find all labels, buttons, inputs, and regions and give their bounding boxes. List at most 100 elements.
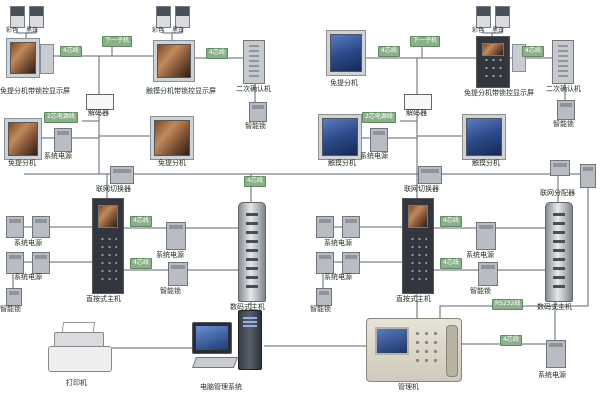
pc-tower [238,310,262,370]
caption-smart-lock: 智能锁 [310,305,331,313]
caption-sys-power: 系统电源 [324,239,352,247]
pc-monitor [192,322,232,354]
caption-camera-bw: 黑白 [26,27,39,34]
caption-direct-host: 直按式主机 [86,295,121,303]
wire-label-4core: 4芯线 [522,46,544,57]
direct-press-host [402,198,434,294]
wire-label-4core: 4芯线 [378,46,400,57]
caption-camera-color: 彩色 [152,27,165,34]
caption-smart-lock: 智能锁 [553,120,574,128]
camera-device [10,6,25,28]
power-box [6,252,24,274]
management-unit-keypad [413,329,439,363]
caption-net-switch: 联网切换器 [96,185,131,193]
network-splitter-box [580,164,596,188]
wire-label-4core: 4芯线 [130,258,152,269]
caption-camera-bw: 黑白 [172,27,185,34]
caption-manager: 管理机 [398,383,419,391]
printer-device [48,322,112,374]
caption-digital-host: 数码式主机 [230,303,265,311]
lock-control-module [40,44,54,74]
indoor-monitor [150,116,194,160]
wire-label-2core-power: 2芯电源线 [44,112,78,123]
caption-touch: 触摸分机 [328,159,356,167]
decoder-hub [404,94,432,110]
caption-pc-system: 电脑管理系统 [200,383,242,391]
caption-touch-lock-display: 触摸分机带锁控显示屏 [146,87,216,95]
power-box [476,222,496,250]
wire-label-2core-power: 2芯电源线 [362,112,396,123]
wire-label-4core: 4芯线 [244,176,266,187]
power-box [316,252,334,274]
caption-handsfree: 免提分机 [158,159,186,167]
caption-smart-lock: 智能锁 [470,287,491,295]
wire-label-next-unit: 下一子机 [102,36,133,47]
caption-smart-lock: 智能锁 [160,287,181,295]
management-unit-screen [375,327,409,355]
wire-label-rs232: RS232线 [492,299,524,310]
confirm-panel [552,40,574,84]
digital-host-tower [545,202,573,302]
caption-decoder: 解码器 [88,109,109,117]
caption-handsfree: 免提分机 [8,159,36,167]
caption-handsfree-lock-display: 免提分机带锁控显示屏 [0,87,70,95]
caption-decoder: 解码器 [406,109,427,117]
power-box [546,340,566,368]
decoder-hub [86,94,114,110]
smart-lock-box [478,262,498,286]
caption-handsfree: 免提分机 [330,79,358,87]
caption-sys-power: 系统电源 [156,251,184,259]
indoor-monitor [4,118,42,160]
wire-label-4core: 4芯线 [60,46,82,57]
caption-sys-power: 系统电源 [14,239,42,247]
wire-label-4core: 4芯线 [130,216,152,227]
indoor-monitor [318,114,362,160]
wire-label-4core: 4芯线 [206,48,228,59]
caption-smart-lock: 智能锁 [0,305,21,313]
printer-base [48,346,112,372]
indoor-monitor [326,30,366,76]
smart-lock-box [557,100,575,120]
power-box [370,128,388,152]
caption-confirm-unit: 二次确认机 [236,85,271,93]
caption-touch: 触摸分机 [472,159,500,167]
caption-net-splitter: 联网分配器 [540,189,575,197]
management-pc [191,310,264,370]
caption-sys-power: 系统电源 [360,152,388,160]
direct-press-host [92,198,124,294]
caption-sys-power: 系统电源 [466,251,494,259]
digital-host-tower [238,202,266,302]
smart-lock-box [316,288,332,306]
indoor-monitor [6,38,40,78]
power-box [342,216,360,238]
power-box [166,222,186,250]
confirm-panel [243,40,265,84]
caption-direct-host: 直按式主机 [396,295,431,303]
management-unit-handset [446,325,458,377]
wire-label-4core: 4芯线 [440,258,462,269]
caption-camera-bw: 黑白 [492,27,505,34]
smart-lock-box [249,102,267,122]
pc-screen [196,326,228,350]
network-switch-box [418,166,442,184]
network-switch-box [110,166,134,184]
indoor-monitor [462,114,506,160]
caption-printer: 打印机 [66,379,87,387]
power-box [316,216,334,238]
caption-sys-power: 系统电源 [44,152,72,160]
caption-net-switch: 联网切换器 [404,185,439,193]
caption-sys-power: 系统电源 [324,273,352,281]
caption-sys-power: 系统电源 [14,273,42,281]
caption-confirm-unit: 二次确认机 [546,85,581,93]
smart-lock-box [6,288,22,306]
management-unit [366,318,462,382]
camera-device [29,6,44,28]
wire-label-4core: 4芯线 [500,335,522,346]
pc-keyboard [191,357,239,368]
camera-device [175,6,190,28]
network-splitter-box [550,160,570,176]
smart-lock-box [168,262,188,286]
caption-camera-color: 彩色 [6,27,19,34]
